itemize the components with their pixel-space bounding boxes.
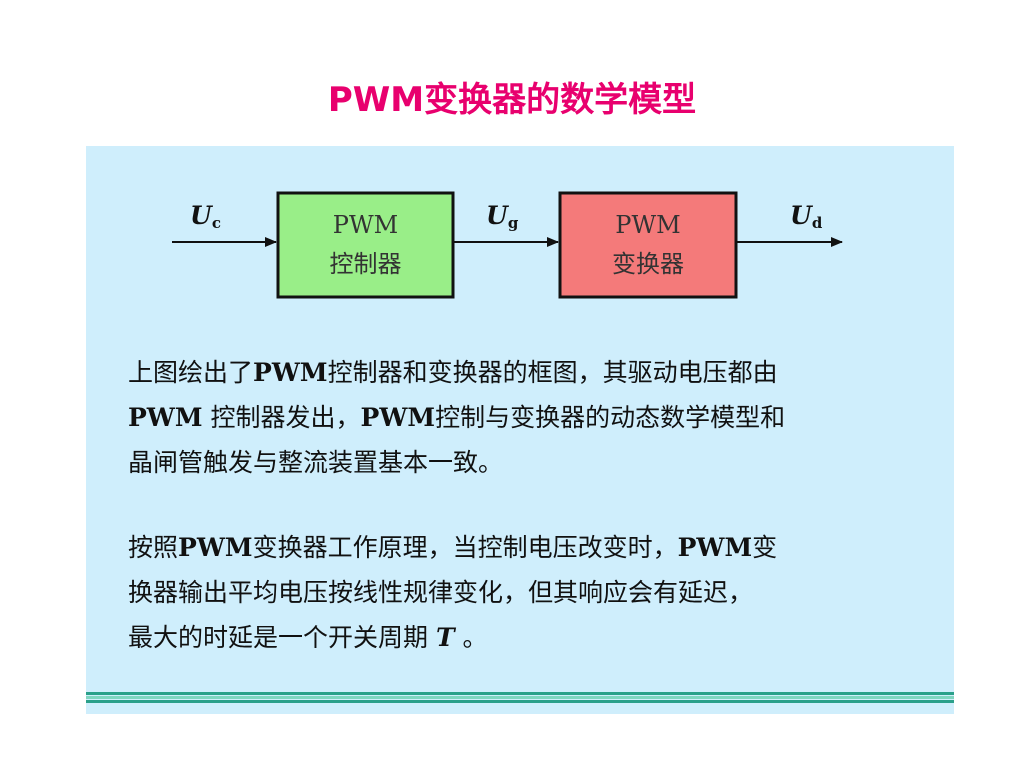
pwm-converter-line1: PWM bbox=[615, 211, 680, 239]
pwm-controller-line2: 控制器 bbox=[330, 250, 402, 278]
paragraph-line: 晶闸管触发与整流装置基本一致。 bbox=[128, 448, 504, 477]
pwm-converter-line2: 变换器 bbox=[612, 250, 684, 278]
footer-rule-light bbox=[86, 696, 954, 699]
principle-paragraph: 按照PWM变换器工作原理，当控制电压改变时，PWM变 换器输出平均电压按线性规律… bbox=[128, 525, 928, 660]
output-signal-label: Ud bbox=[790, 201, 823, 232]
content-panel: Uc PWM 控制器 Ug PWM 变换器 Ud 上图绘出了PWM控制器和变换器… bbox=[86, 146, 954, 714]
paragraph-line: 按照PWM变换器工作原理，当控制电压改变时，PWM变 bbox=[128, 533, 778, 562]
footer-rule-dark-2 bbox=[86, 700, 954, 703]
page-title: PWM变换器的数学模型 bbox=[327, 80, 697, 120]
paragraph-line: PWM 控制器发出，PWM控制与变换器的动态数学模型和 bbox=[128, 403, 786, 432]
input-signal-label: Uc bbox=[190, 201, 221, 232]
paragraph-line: 换器输出平均电压按线性规律变化，但其响应会有延迟， bbox=[128, 578, 754, 607]
paragraph-line: 最大的时延是一个开关周期 T 。 bbox=[128, 623, 488, 652]
description-paragraph: 上图绘出了PWM控制器和变换器的框图，其驱动电压都由 PWM 控制器发出，PWM… bbox=[128, 350, 928, 485]
pwm-controller-line1: PWM bbox=[333, 211, 398, 239]
footer-rule-dark bbox=[86, 692, 954, 695]
pwm-converter-block bbox=[558, 191, 738, 299]
paragraph-line: 上图绘出了PWM控制器和变换器的框图，其驱动电压都由 bbox=[128, 358, 778, 387]
block-diagram: Uc PWM 控制器 Ug PWM 变换器 Ud bbox=[172, 191, 843, 299]
middle-signal-label: Ug bbox=[486, 201, 519, 232]
pwm-controller-block bbox=[276, 191, 455, 299]
